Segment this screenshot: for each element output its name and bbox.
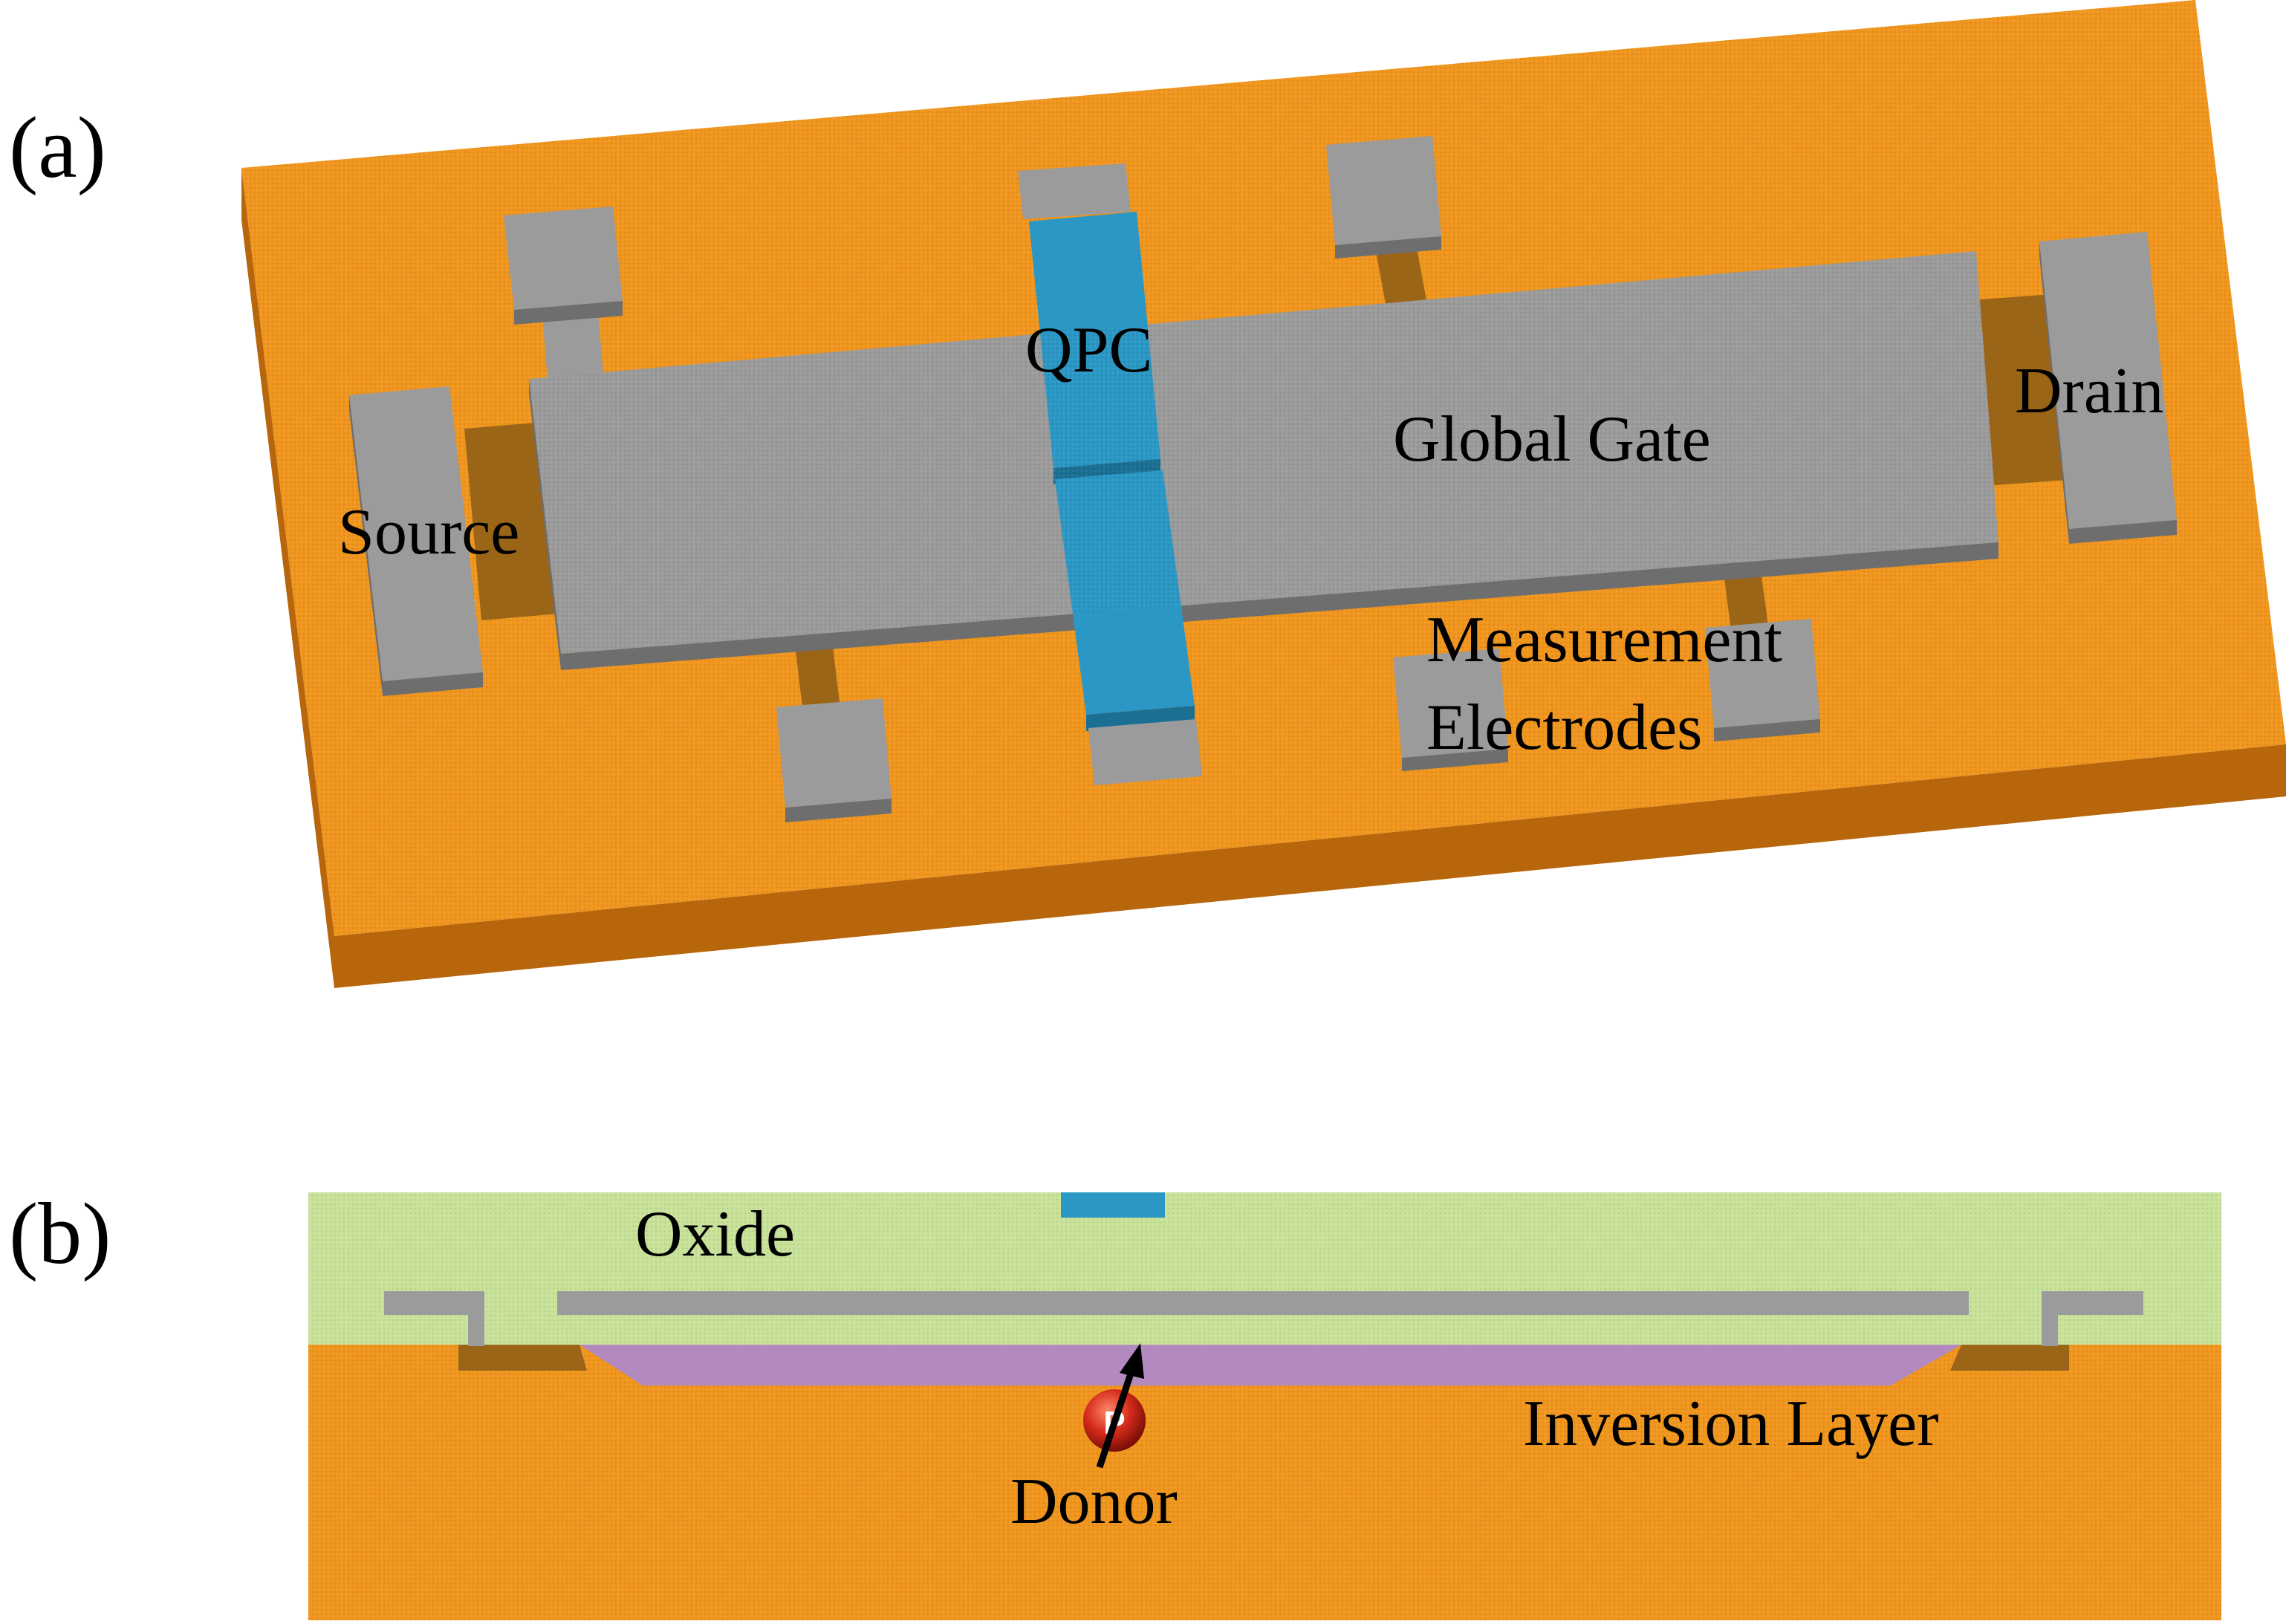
source-electrode [349, 386, 483, 696]
qpc-label: QPC [1025, 314, 1152, 386]
inversion-layer-label: Inversion Layer [1523, 1388, 1939, 1460]
drain-electrode-section [2042, 1291, 2143, 1346]
drain-label: Drain [2015, 355, 2163, 427]
source-electrode-section [384, 1291, 484, 1346]
spin-arrow-head [1120, 1343, 1144, 1379]
panel-b: P (b) Oxide Inversion Layer Donor [9, 1185, 2221, 1620]
panel-b-label: (b) [9, 1185, 111, 1282]
drain-contact [1950, 1345, 2069, 1371]
qpc-gate-section [1061, 1192, 1165, 1218]
measurement-label-line2: Electrodes [1426, 692, 1702, 764]
panel-a: (a) Source Drain QPC Global Gate Measure… [9, 0, 2286, 988]
measurement-label-line1: Measurement [1426, 604, 1782, 676]
global-gate-section [557, 1291, 1969, 1315]
donor-label: Donor [1010, 1466, 1178, 1538]
pad-upper-left [504, 207, 623, 325]
inversion-layer [579, 1345, 1961, 1386]
pad-lower-left [776, 698, 892, 822]
source-label: Source [338, 496, 519, 568]
pad-upper-right [1326, 136, 1441, 259]
oxide-label: Oxide [635, 1198, 795, 1270]
drain-electrode [2039, 232, 2177, 544]
measurement-electrode-pads [1393, 619, 1820, 771]
donor: P [1083, 1343, 1146, 1469]
global-gate-label: Global Gate [1393, 403, 1711, 475]
source-contact [458, 1345, 587, 1371]
panel-a-label: (a) [9, 99, 106, 196]
spin-arrow [1096, 1365, 1137, 1469]
